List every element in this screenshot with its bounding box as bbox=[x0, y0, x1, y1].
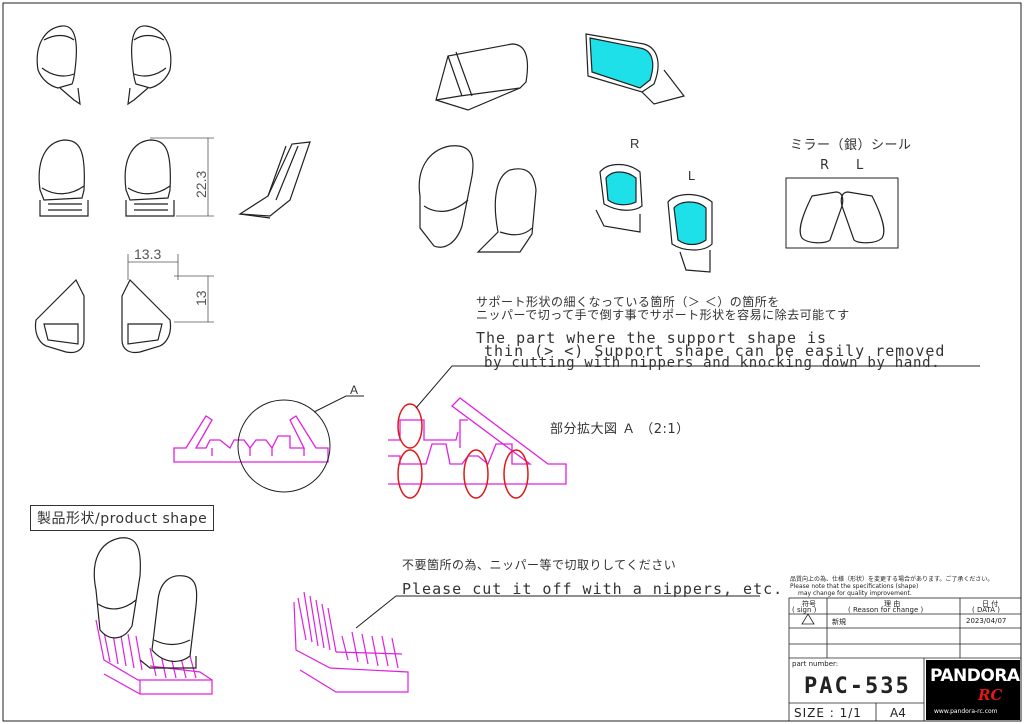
cut-note-jp: 不要箇所の為、ニッパー等で切取りしてください bbox=[402, 558, 677, 572]
seal-shape-left bbox=[840, 191, 885, 244]
mirror-seal-label-left: L bbox=[856, 158, 864, 173]
detail-circle-a bbox=[237, 399, 331, 493]
support-note-en-2: thin (> <) Support shape can be easily r… bbox=[484, 342, 946, 360]
logo-wordmark: PANDORA bbox=[930, 666, 1020, 686]
dimension-height bbox=[150, 137, 214, 217]
col-sign-en: ( sign ) bbox=[792, 606, 817, 614]
product-mirror-back bbox=[93, 537, 198, 669]
support-note-jp-1: サポート形状の細くなっている箇所（＞ ＜）の箇所を bbox=[476, 295, 780, 309]
warning-triangle-icon bbox=[801, 613, 815, 625]
support-shape-enlarged bbox=[388, 397, 567, 485]
mirror-iso-left bbox=[667, 193, 713, 273]
view-label-left: L bbox=[688, 168, 695, 183]
view-label-right: R bbox=[630, 136, 639, 151]
mirror-view-top-right bbox=[121, 278, 172, 354]
mirror-view-back-right bbox=[127, 25, 172, 106]
cut-note-leader bbox=[355, 595, 760, 629]
dimension-depth-label: 13 bbox=[193, 290, 209, 306]
mirror-view-back-left bbox=[36, 25, 81, 106]
notice-jp: 品質向上の為、仕様（形状）を変更する場合があります。ご了承ください。 bbox=[790, 576, 994, 583]
part-number: PAC-535 bbox=[804, 674, 911, 699]
col-reason-jp: 理 由 bbox=[884, 600, 901, 608]
dimension-width bbox=[127, 254, 214, 323]
notice-en-2: may change for quality improvement. bbox=[798, 590, 912, 597]
mirror-iso-right bbox=[595, 163, 643, 233]
dimension-height-label: 22.3 bbox=[193, 171, 209, 198]
support-shape-small bbox=[173, 415, 329, 463]
support-note-en-1: The part where the support shape is bbox=[476, 329, 828, 347]
row1-date: 2023/04/07 bbox=[966, 617, 1007, 625]
mirror-view-top-left bbox=[34, 278, 85, 354]
mirror-view-front-left bbox=[38, 139, 89, 217]
title-block bbox=[788, 597, 1022, 722]
cut-note-en: Please cut it off with a nippers, etc. bbox=[402, 580, 784, 598]
mirror-iso-back bbox=[435, 43, 529, 111]
mirror-seal-title: ミラー（銀）シール bbox=[790, 138, 912, 153]
logo-url: www.pandora-rc.com bbox=[934, 708, 998, 715]
col-date-jp: 日 付 bbox=[982, 600, 999, 608]
support-note-en-3: by cutting with nippers and knocking dow… bbox=[484, 355, 941, 371]
mirror-iso-front bbox=[585, 33, 686, 105]
mirror-view-side bbox=[238, 141, 311, 219]
product-shape-label: 製品形状/product shape bbox=[30, 505, 215, 531]
dimension-width-label: 13.3 bbox=[134, 246, 161, 262]
paper-size: A4 bbox=[890, 706, 906, 720]
support-thin-points bbox=[397, 403, 529, 499]
part-number-label: part number: bbox=[792, 660, 839, 668]
detail-callout-a: A bbox=[350, 383, 358, 397]
support-note-leader bbox=[415, 365, 980, 409]
row1-reason: 新規 bbox=[832, 618, 846, 626]
mirror-view-front-right bbox=[124, 139, 175, 217]
pandora-logo: PANDORA RC www.pandora-rc.com bbox=[926, 660, 1020, 720]
support-note-jp-2: ニッパーで切って手で倒す事でサポート形状を容易に除去可能てす bbox=[476, 308, 850, 322]
col-sign-jp: 符号 bbox=[802, 600, 816, 608]
notice-en-1: Please note that the specifications (sha… bbox=[790, 583, 919, 590]
col-reason-en: ( Reason for change ) bbox=[848, 606, 924, 614]
col-date-en: ( DATA ) bbox=[972, 606, 1000, 614]
cutoff-supports bbox=[293, 591, 409, 693]
seal-shape-right bbox=[799, 191, 844, 244]
logo-sub: RC bbox=[978, 686, 1003, 704]
detail-title: 部分拡大図 Ａ （2:1） bbox=[550, 422, 690, 437]
detail-leader bbox=[313, 395, 364, 413]
size-label: SIZE : 1/1 bbox=[794, 706, 862, 720]
mirror-iso-pair-back bbox=[418, 145, 537, 253]
mirror-seal-box bbox=[785, 177, 899, 249]
mirror-seal-label-right: R bbox=[820, 158, 830, 173]
